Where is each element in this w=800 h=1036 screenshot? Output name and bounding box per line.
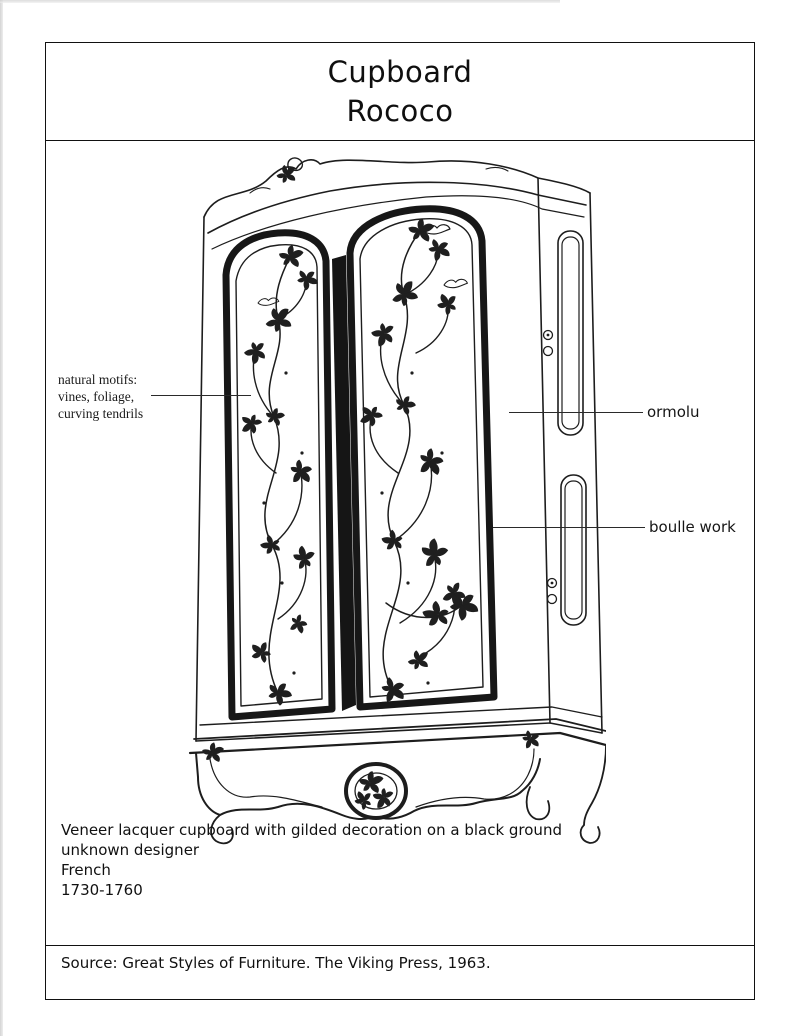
leader-line-natural-motifs (151, 395, 251, 396)
caption-block: Veneer lacquer cupboard with gilded deco… (61, 820, 562, 900)
source-divider (46, 945, 754, 946)
side-panel (542, 230, 587, 626)
caption-line-dates: 1730-1760 (61, 881, 143, 899)
source-text: Source: Great Styles of Furniture. The V… (61, 954, 491, 972)
page-title: Cupboard (327, 55, 473, 89)
cupboard-base (188, 706, 608, 845)
title-block: Cupboard Rococo (46, 53, 754, 131)
label-natural-motifs: natural motifs: vines, foliage, curving … (58, 372, 144, 421)
label-boulle-work: boulle work (649, 518, 736, 536)
illustration-wrap (186, 153, 608, 853)
left-door (222, 229, 336, 721)
diagram-frame: Cupboard Rococo (45, 42, 755, 1000)
caption-line-designer: unknown designer (61, 841, 200, 859)
cupboard-illustration (188, 157, 608, 845)
scan-edge-top (0, 0, 560, 3)
center-stile (332, 255, 356, 711)
caption-line-description: Veneer lacquer cupboard with gilded deco… (61, 821, 562, 839)
page-subtitle: Rococo (346, 94, 454, 128)
label-ormolu: ormolu (647, 403, 700, 421)
leader-line-boulle-work (493, 527, 645, 528)
leader-line-ormolu (509, 412, 643, 413)
apron-cartouche (344, 762, 408, 820)
cupboard-crest (203, 157, 591, 250)
cupboard-foliage (201, 161, 544, 813)
cupboard-linework (188, 157, 608, 845)
title-divider (46, 140, 754, 141)
scan-edge-left (0, 0, 3, 1036)
caption-line-origin: French (61, 861, 111, 879)
